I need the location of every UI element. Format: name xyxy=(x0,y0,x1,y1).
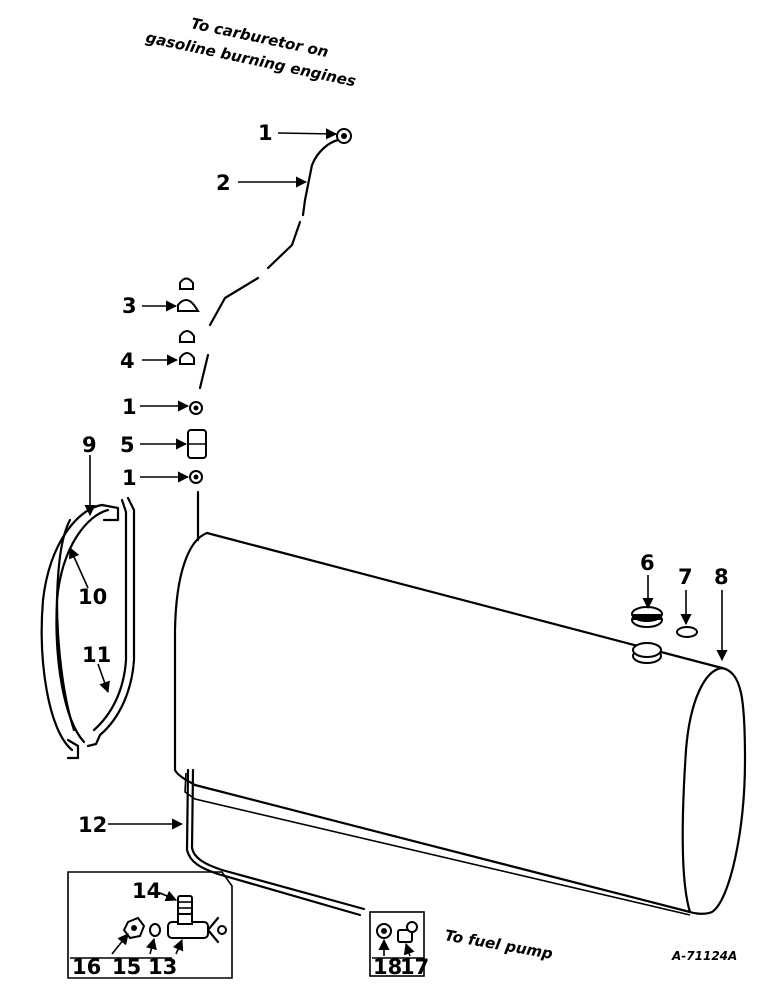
callout-8: 8 xyxy=(714,565,729,589)
fitting-14 xyxy=(177,895,193,915)
callout-13: 13 xyxy=(148,955,177,979)
callout-16: 16 xyxy=(72,955,101,979)
fuel-line-to-pump xyxy=(185,768,366,917)
clip-3b xyxy=(177,299,200,312)
filler-neck xyxy=(632,642,662,664)
coupling-5 xyxy=(187,429,207,459)
fitting-mid xyxy=(189,401,203,415)
callout-7: 7 xyxy=(678,565,693,589)
top-fitting xyxy=(336,128,352,144)
filler-cap-6 xyxy=(631,606,663,628)
nut-16 xyxy=(122,916,146,940)
clip-4b xyxy=(179,352,195,365)
callout-14: 14 xyxy=(132,879,161,903)
callout-1-low: 1 xyxy=(122,466,137,490)
leader-arrows xyxy=(69,128,728,957)
callout-11: 11 xyxy=(82,643,111,667)
callout-1-mid: 1 xyxy=(122,395,137,419)
callout-12: 12 xyxy=(78,813,107,837)
fitting-low xyxy=(189,470,203,484)
elbow-18 xyxy=(376,923,392,939)
fuel-pump-caption: To fuel pump xyxy=(443,926,554,963)
washer-15 xyxy=(149,923,161,937)
shutoff-cock-13 xyxy=(167,913,227,944)
tank-strap xyxy=(40,496,136,760)
clip-4a xyxy=(179,330,195,343)
pump-fitting-inset xyxy=(369,911,425,977)
callout-17: 17 xyxy=(400,955,429,979)
callout-5: 5 xyxy=(120,433,135,457)
callout-4: 4 xyxy=(120,349,135,373)
gasket-7 xyxy=(676,626,698,638)
clip-3a xyxy=(179,277,194,290)
callout-9: 9 xyxy=(82,433,97,457)
fitting-17 xyxy=(397,921,418,943)
callout-3: 3 xyxy=(122,294,137,318)
shutoff-cock-inset xyxy=(67,871,233,979)
callout-10: 10 xyxy=(78,585,107,609)
callout-15: 15 xyxy=(112,955,141,979)
fuel-tank xyxy=(173,531,747,916)
callout-2: 2 xyxy=(216,171,231,195)
callout-18: 18 xyxy=(373,955,402,979)
fuel-line-upper xyxy=(198,138,340,390)
drawing-reference: A-71124A xyxy=(671,949,737,963)
callout-1-top: 1 xyxy=(258,121,273,145)
callout-6: 6 xyxy=(640,551,655,575)
